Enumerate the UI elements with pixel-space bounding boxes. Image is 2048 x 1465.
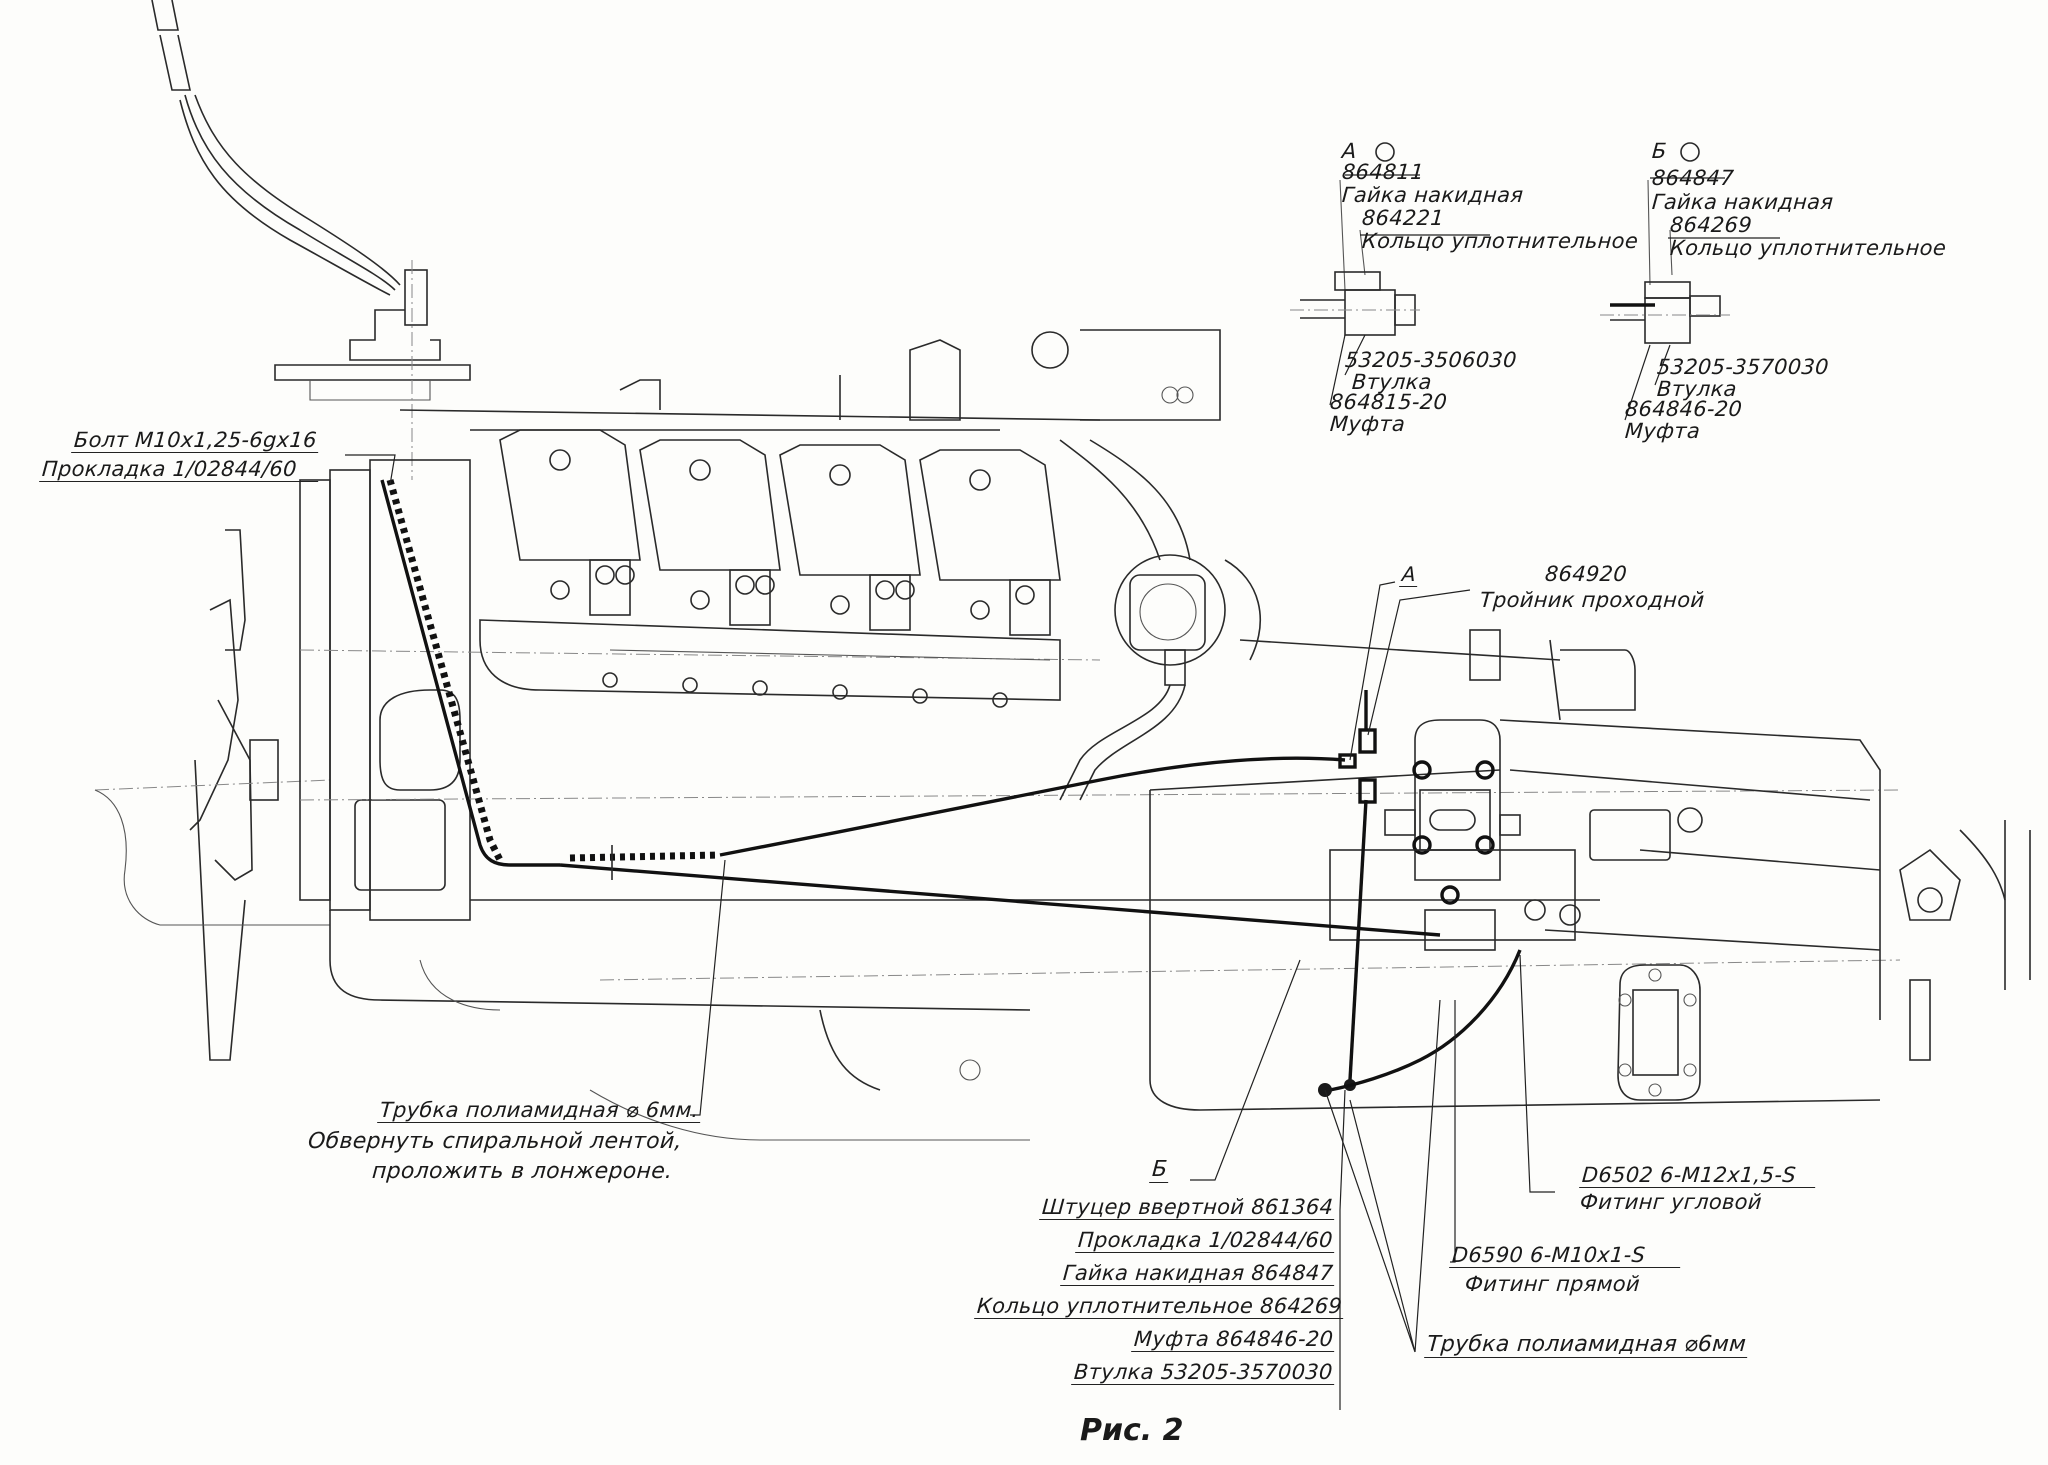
tube-note-title: Трубка полиамидная ⌀ 6мм. [377,1098,702,1123]
view-B-marker: Б [1149,1157,1171,1183]
callout-coupling: Муфта 864846-20 [1130,1327,1336,1352]
fan [94,529,331,1061]
tube-note-line-2: проложить в лонжероне. [371,1159,674,1184]
callout-ring: Кольцо уплотнительное 864269 [974,1294,1345,1319]
detail-B-name-nut: Гайка накидная [1651,190,1835,214]
fitting-angular-name: Фитинг угловой [1579,1190,1763,1214]
detail-B-part-nut: 864847 [1651,166,1735,190]
turbo-flange [1059,554,1261,801]
valve-cover-3 [779,444,921,576]
callout-gasket: Прокладка 1/02844/60 [1075,1228,1336,1253]
view-A-marker: А [1399,562,1419,587]
fitting-straight-name: Фитинг прямой [1464,1272,1641,1296]
detail-B-marker: Б [1651,139,1668,163]
gear-lever [151,0,471,480]
callout-union-fitting: Штуцер ввертной 861364 [1038,1195,1336,1220]
detail-A-name-nut: Гайка накидная [1341,183,1525,207]
detail-A-part-ring: 864221 [1361,206,1445,230]
valve-block [1329,719,1576,951]
injectors [550,559,1051,636]
detail-B-name-coupling: Муфта [1624,419,1701,443]
tube-note-line-1: Обвернуть спиральной лентой, [307,1129,683,1154]
gearbox [1149,629,2031,1111]
leader-lines [345,454,1555,1410]
fitting-straight-part: D6590 6-M10x1-S [1449,1243,1683,1268]
detail-A-part-sleeve: 53205-3506030 [1344,348,1518,372]
cylinder-heads [399,329,1221,708]
figure-caption: Рис. 2 [1080,1413,1184,1448]
detail-A-part-nut: 864811 [1341,160,1425,184]
detail-B-part-coupling: 864846-20 [1624,397,1744,421]
callout-sleeve: Втулка 53205-3570030 [1071,1360,1336,1385]
valve-cover-4 [919,449,1061,581]
gasket-callout: Прокладка 1/02844/60 [39,457,320,482]
detail-A-section [1290,142,1490,406]
engine-block [299,429,1901,1141]
polyamide-tubes [380,479,1522,1097]
detail-B-part-ring: 864269 [1669,213,1753,237]
detail-A-part-coupling: 864815-20 [1329,390,1449,414]
tee-part-number: 864920 [1544,562,1628,586]
bolt-gasket-callout: Болт М10х1,25-6gх16 Прокладка 1/02844/60 [39,428,320,482]
tube-bottom-label: Трубка полиамидная ⌀6мм [1424,1332,1749,1358]
fitting-angular-part: D6502 6-M12x1,5-S [1579,1163,1817,1188]
detail-B-part-sleeve: 53205-3570030 [1656,355,1830,379]
callout-nut: Гайка накидная 864847 [1059,1261,1336,1286]
tee-name: Тройник проходной [1479,588,1706,612]
detail-A-name-coupling: Муфта [1329,412,1406,436]
valve-cover-2 [639,439,781,571]
detail-B-section [1600,142,1780,421]
detail-A-name-ring: Кольцо уплотнительное [1361,229,1640,253]
valve-cover-1 [499,429,641,561]
bolt-callout: Болт М10х1,25-6gх16 [71,428,320,453]
bottom-callouts: Штуцер ввертной 861364 Прокладка 1/02844… [974,1195,1345,1385]
detail-B-name-ring: Кольцо уплотнительное [1669,236,1948,260]
